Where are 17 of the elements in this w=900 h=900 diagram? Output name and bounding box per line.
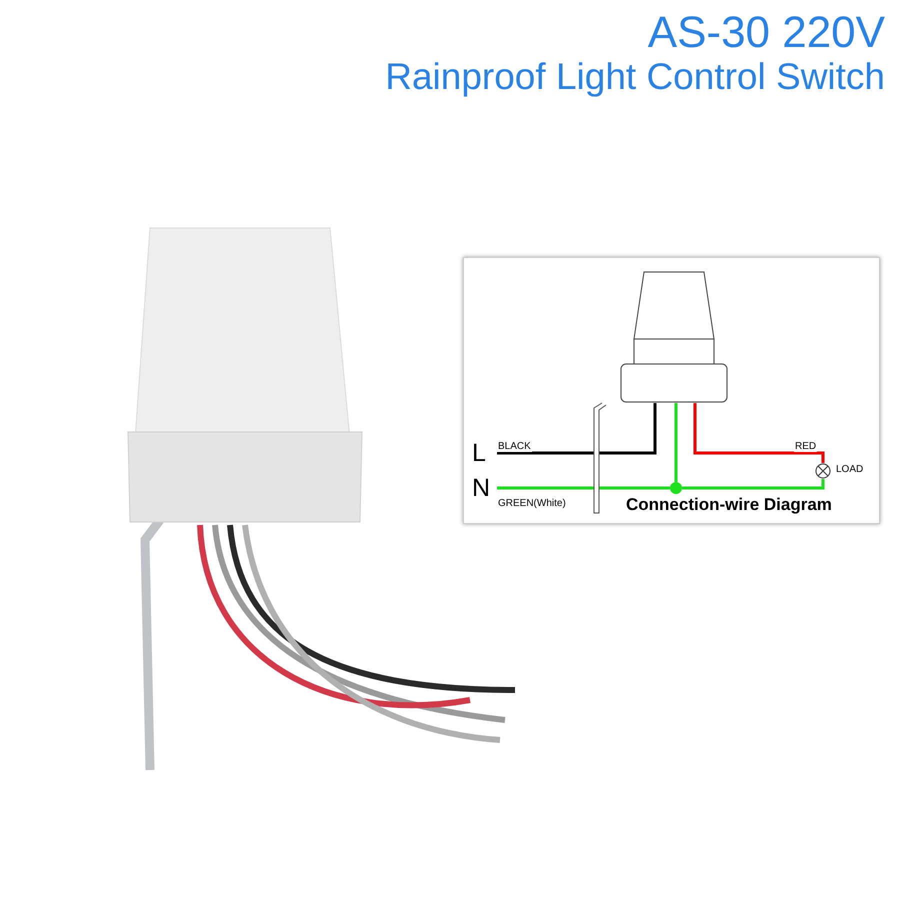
- light-sensor-drawing: [619, 269, 729, 403]
- wire: [497, 403, 656, 454]
- diagram-panel: [463, 257, 880, 524]
- wire-label: GREEN(White): [497, 498, 567, 509]
- junction-dot: [670, 482, 682, 494]
- wire-label: BLACK: [497, 441, 532, 452]
- title: AS-30 220V: [648, 8, 885, 58]
- diagram-heading: Connection-wire Diagram: [626, 495, 832, 515]
- wire: [682, 479, 824, 490]
- wire: [694, 403, 824, 463]
- caption: Rainproof Light Control Switch: [385, 56, 885, 98]
- load-label: LOAD: [836, 464, 864, 475]
- terminal-label: L: [472, 439, 494, 467]
- wire: [497, 486, 670, 490]
- wire-label: RED: [794, 441, 818, 452]
- wire: [674, 403, 678, 482]
- terminal-label: N: [472, 474, 494, 502]
